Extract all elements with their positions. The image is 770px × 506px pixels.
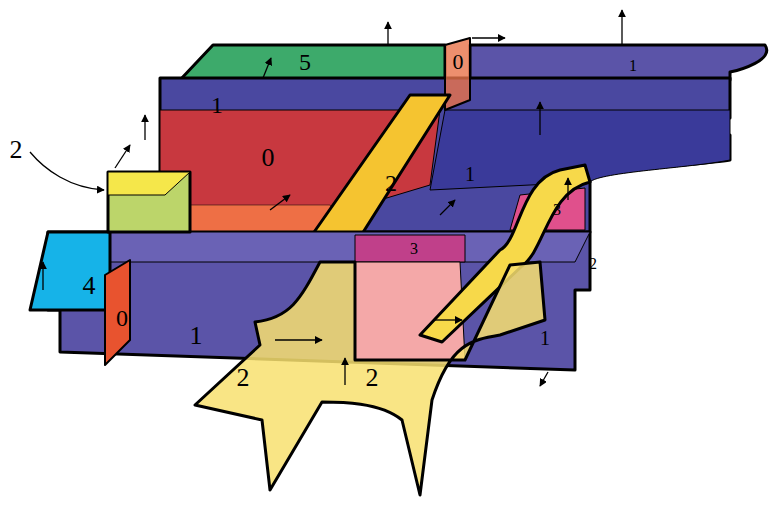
normal-arrow — [387, 22, 388, 45]
normal-arrow — [263, 58, 271, 78]
region-number: 1 — [629, 58, 637, 74]
normal-arrow — [539, 102, 540, 135]
leader-line — [30, 152, 104, 190]
normal-arrow — [270, 195, 290, 210]
region-number: 2 — [366, 365, 379, 391]
upper-sheet — [470, 45, 767, 80]
region-number: 1 — [465, 164, 475, 184]
green-sheet — [180, 45, 445, 80]
region-number: 2 — [10, 137, 23, 163]
region-number: 3 — [553, 202, 561, 218]
normal-arrow — [144, 115, 145, 140]
region-number: 0 — [262, 145, 275, 171]
region-number: 0 — [116, 306, 128, 330]
region-number: 5 — [299, 50, 311, 74]
normal-arrow — [472, 37, 505, 38]
cyan-sheet — [30, 232, 110, 310]
normal-arrow — [42, 262, 43, 290]
region-number: 3 — [410, 241, 418, 257]
magenta-strip — [355, 235, 465, 262]
normal-arrow — [435, 319, 462, 320]
normal-arrow — [567, 178, 568, 200]
normal-arrow — [275, 339, 322, 340]
region-number: 2 — [589, 256, 597, 272]
yellow-wall — [305, 95, 450, 245]
normal-arrow — [621, 10, 622, 45]
yellow-cap — [108, 172, 190, 195]
region-number: 1 — [211, 93, 223, 117]
small-red-sheet — [105, 260, 130, 365]
normal-arrow — [440, 200, 455, 215]
green-yellow-sheet — [108, 172, 190, 232]
region-number: 4 — [83, 273, 96, 299]
region-number: 1 — [540, 328, 550, 348]
normal-arrow — [115, 145, 130, 168]
normal-arrow — [344, 358, 345, 385]
lower-yellow-sheet — [195, 262, 545, 495]
region-number: 2 — [385, 171, 397, 195]
region-number: 2 — [237, 365, 250, 391]
normal-arrow — [540, 372, 548, 386]
region-number: 0 — [453, 51, 464, 73]
region-number: 1 — [190, 323, 203, 349]
